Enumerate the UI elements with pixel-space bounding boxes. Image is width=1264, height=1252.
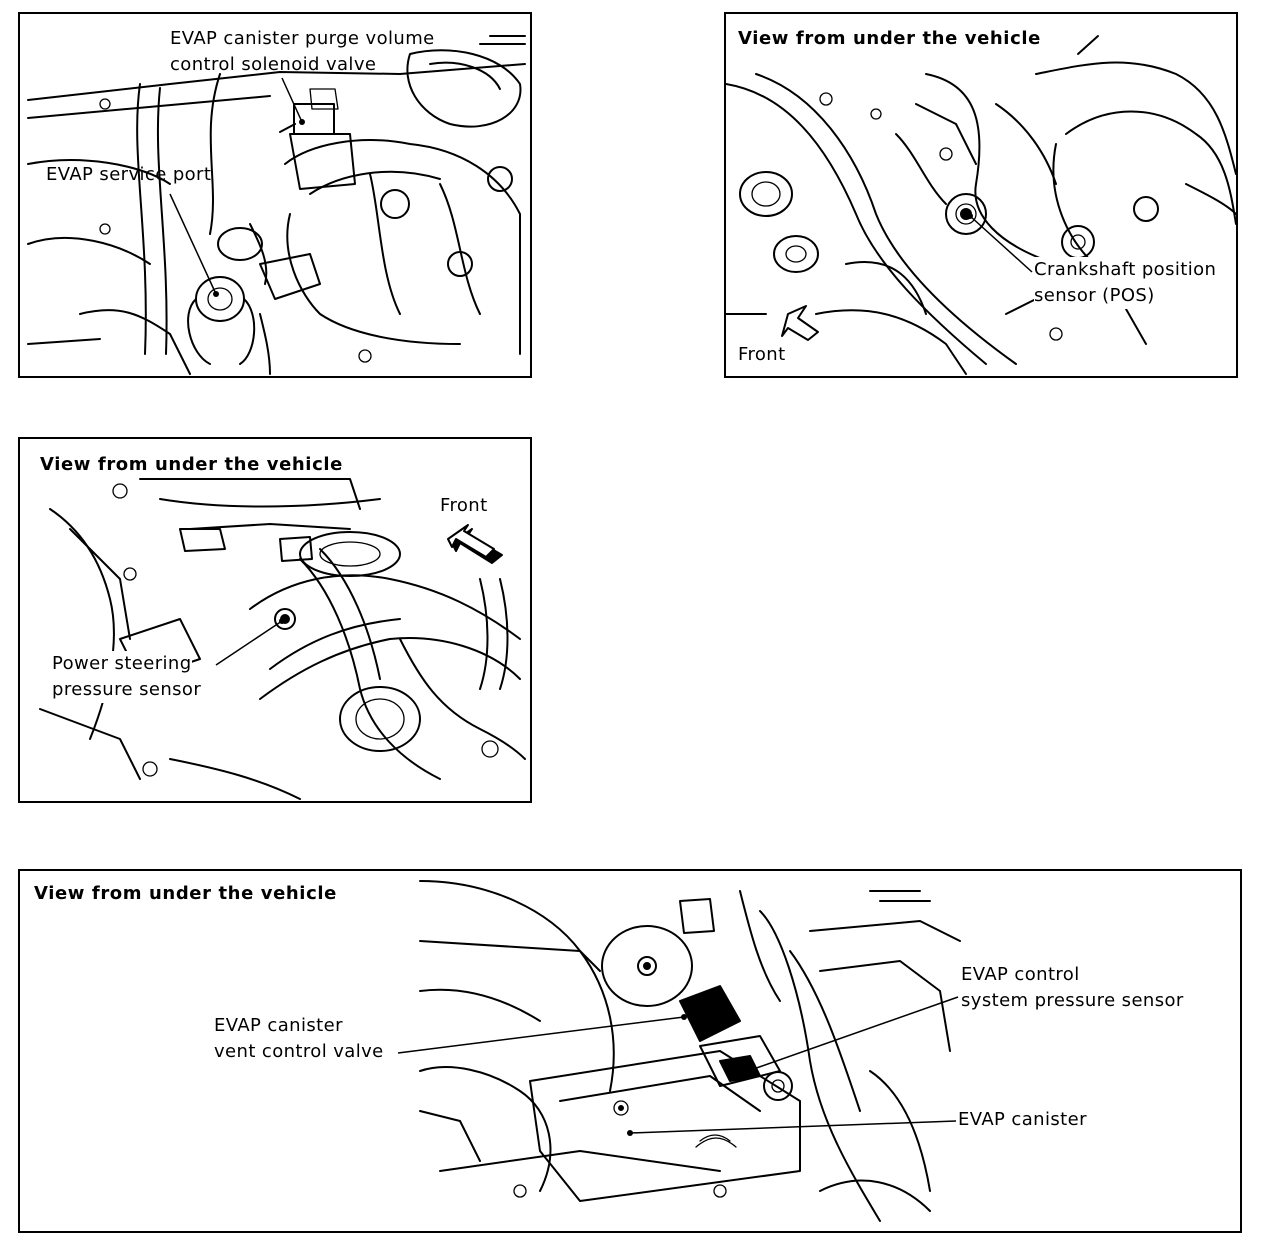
label-purge-valve-line2: control solenoid valve	[170, 54, 377, 75]
label-crankshaft-position-line1: Crankshaft position	[1034, 257, 1217, 283]
front-arrow-p2	[781, 305, 819, 341]
label-power-steering-line1: Power steering	[52, 651, 192, 677]
label-front-p2: Front	[738, 344, 786, 365]
label-vent-control-line1: EVAP canister	[214, 1013, 343, 1039]
title-p2: View from under the vehicle	[738, 28, 1041, 49]
label-purge-valve-line1: EVAP canister purge volume	[170, 28, 435, 49]
panel-crankshaft-position-sensor: View from under the vehicle Crankshaft p…	[724, 12, 1238, 378]
engine-underside-illustration-2	[726, 35, 1236, 375]
engine-bay-illustration-1	[27, 35, 526, 375]
panel-evap-purge-valve: EVAP canister purge volume control solen…	[18, 12, 532, 378]
label-crankshaft-position-line2: sensor (POS)	[1034, 283, 1155, 309]
panel-evap-canister: View from under the vehicle EVAP caniste…	[18, 869, 1242, 1233]
canister-underside-illustration-4	[419, 880, 961, 1222]
label-evap-service-port: EVAP service port	[46, 164, 212, 185]
label-pressure-sensor-line2: system pressure sensor	[961, 988, 1184, 1014]
label-pressure-sensor-line1: EVAP control	[961, 962, 1080, 988]
label-evap-canister: EVAP canister	[958, 1107, 1087, 1133]
label-power-steering-line2: pressure sensor	[52, 677, 202, 703]
label-front-p3: Front	[440, 493, 488, 519]
title-p4: View from under the vehicle	[34, 883, 337, 904]
title-p3: View from under the vehicle	[40, 454, 343, 475]
label-vent-control-line2: vent control valve	[214, 1039, 384, 1065]
panel-power-steering-sensor: View from under the vehicle Front Power …	[18, 437, 532, 803]
